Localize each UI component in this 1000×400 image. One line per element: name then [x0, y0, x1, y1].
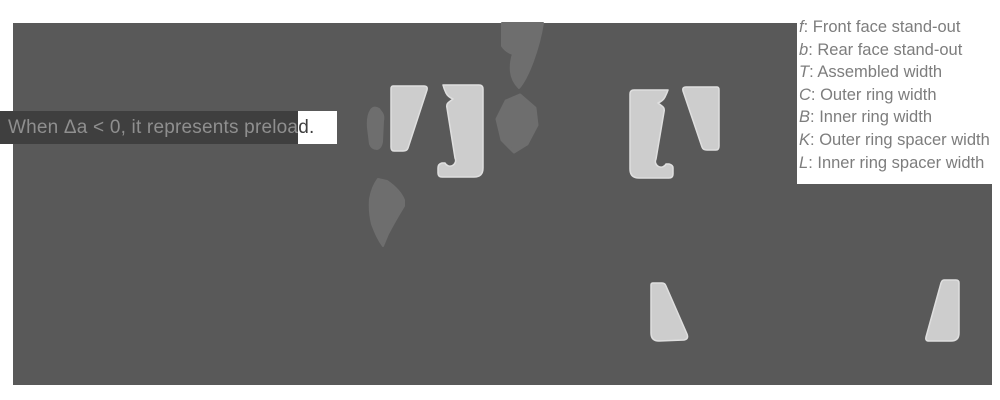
- bearing1-inner-ring-section: [437, 84, 484, 178]
- bearing2-inner-ring-section: [629, 89, 674, 179]
- cage-claw-bottom-shape: [368, 178, 405, 247]
- legend-item-K: K: Outer ring spacer width: [799, 129, 1000, 152]
- caption-highlighted-text: When Δa < 0, it represents preloa: [0, 111, 299, 144]
- legend-separator: :: [808, 153, 818, 172]
- legend-separator: :: [810, 130, 820, 149]
- legend-symbol: C: [799, 85, 811, 104]
- legend-separator: :: [803, 18, 813, 36]
- legend-separator: :: [809, 63, 818, 82]
- legend-item-B: B: Inner ring width: [799, 106, 1000, 129]
- legend-desc: Outer ring width: [820, 85, 937, 104]
- legend-item-f: f: Front face stand-out: [799, 16, 1000, 39]
- cage-band-top-shape: [501, 22, 544, 89]
- legend-desc: Assembled width: [817, 63, 943, 82]
- legend-panel: f: Front face stand-out b: Rear face sta…: [797, 0, 1000, 184]
- caption-tail-text: d.: [298, 116, 315, 138]
- legend-desc: Inner ring width: [819, 108, 932, 127]
- spacer-trapezoid-left: [650, 282, 689, 342]
- legend-symbol: K: [799, 130, 811, 149]
- legend-separator: :: [810, 108, 820, 127]
- legend-desc: Front face stand-out: [812, 18, 961, 36]
- bearing1-outer-ring-section: [390, 85, 428, 152]
- legend-symbol: L: [799, 153, 809, 172]
- legend-desc: Inner ring spacer width: [817, 153, 985, 172]
- bearing2-outer-ring-section: [682, 86, 720, 151]
- legend-separator: :: [808, 40, 818, 59]
- legend-item-T: T: Assembled width: [799, 61, 1000, 84]
- spacer-trapezoid-right: [925, 279, 960, 342]
- legend-desc: Rear face stand-out: [817, 40, 963, 59]
- legend-symbol: b: [799, 40, 809, 59]
- legend-desc: Outer ring spacer width: [819, 130, 990, 149]
- legend-symbol: T: [799, 63, 810, 82]
- legend-symbol: B: [799, 108, 811, 127]
- legend-symbol: f: [799, 18, 804, 36]
- legend-item-C: C: Outer ring width: [799, 84, 1000, 107]
- legend-item-b: b: Rear face stand-out: [799, 39, 1000, 62]
- cage-blob-left-shape: [366, 106, 385, 150]
- legend-separator: :: [810, 85, 821, 104]
- ball-hexagon-shape: [495, 93, 539, 154]
- legend-item-L: L: Inner ring spacer width: [799, 152, 1000, 175]
